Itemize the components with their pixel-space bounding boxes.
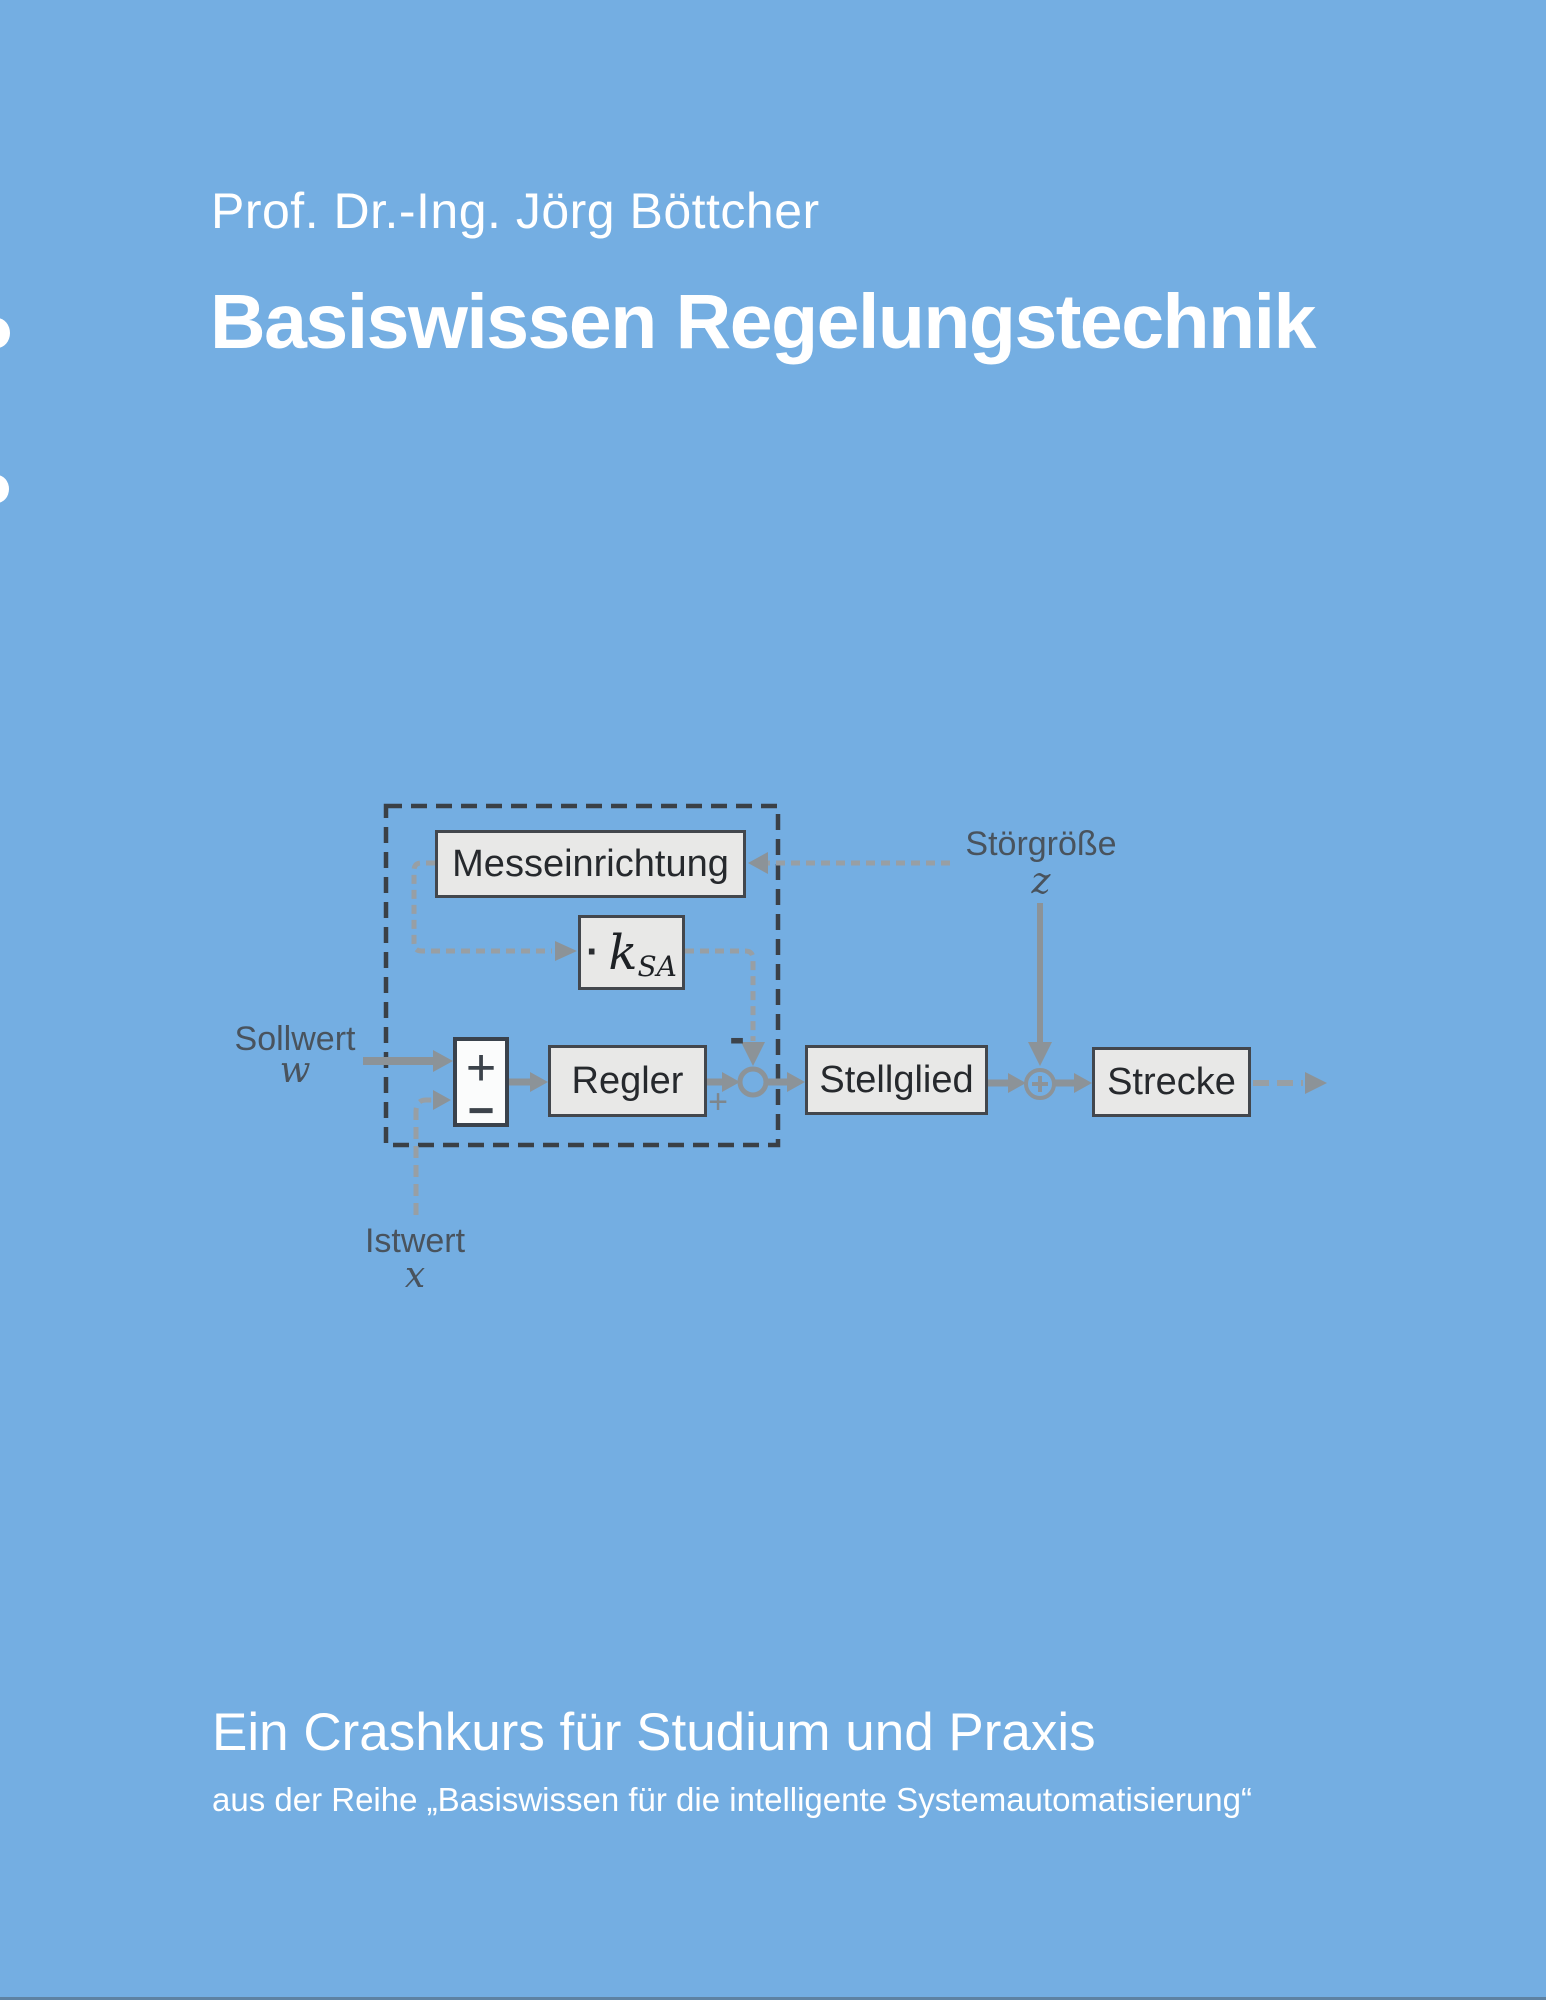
stoergroesse-arrowhead xyxy=(1028,1042,1052,1066)
ksa-subscript: SA xyxy=(637,950,677,983)
istwert-arrowhead xyxy=(433,1090,451,1110)
block-regler: Regler xyxy=(548,1045,707,1117)
sum-to-strecke-arrowhead xyxy=(1074,1073,1092,1093)
left-edge-glyph-bottom xyxy=(0,475,9,503)
block-stellglied: Stellglied xyxy=(805,1045,988,1115)
istwert-label: Istwert xyxy=(364,1222,466,1260)
left-edge-glyph-top xyxy=(0,318,10,348)
block-ksa: · k SA xyxy=(578,915,685,990)
regler-to-junction-arrowhead xyxy=(722,1072,740,1092)
output-arrowhead xyxy=(1305,1072,1327,1094)
stoergroesse-label: Störgröße xyxy=(965,825,1117,863)
comparator-to-regler-arrowhead xyxy=(530,1072,548,1092)
series-note: aus der Reihe „Basiswissen für die intel… xyxy=(212,1781,1252,1818)
sollwert-arrowhead xyxy=(433,1050,453,1072)
junction-to-stellglied-arrowhead xyxy=(787,1072,805,1092)
istwert-dashed-line xyxy=(413,1097,433,1215)
junction-plus-label: + xyxy=(708,1083,728,1121)
ksa-to-junction-arrowhead xyxy=(741,1042,765,1066)
istwert-symbol: x xyxy=(404,1255,426,1296)
ksa-to-junction-dashed-line xyxy=(685,948,756,1041)
book-title: Basiswissen Regelungstechnik xyxy=(210,279,1316,365)
ksa-multiplication-dot: · xyxy=(586,930,600,974)
book-subtitle: Ein Crashkurs für Studium und Praxis xyxy=(212,1703,1096,1762)
comparator-plus-sign: + xyxy=(465,1039,497,1097)
comparator-minus-sign: − xyxy=(467,1084,495,1136)
sollwert-label: Sollwert xyxy=(234,1020,356,1058)
block-strecke: Strecke xyxy=(1092,1047,1251,1117)
messeinrichtung-to-ksa-dashed-line xyxy=(411,860,552,954)
messeinrichtung-to-ksa-arrowhead xyxy=(555,941,577,961)
dashed-boundary xyxy=(383,803,781,1148)
bottom-edge-line xyxy=(0,1997,1546,2000)
block-messeinrichtung: Messeinrichtung xyxy=(435,830,746,898)
sollwert-symbol: w xyxy=(279,1050,311,1091)
ksa-symbol: k xyxy=(608,924,638,981)
measurement-input-arrowhead xyxy=(748,852,768,874)
author-name: Prof. Dr.-Ing. Jörg Böttcher xyxy=(211,183,820,239)
junction-minus-label: - xyxy=(729,1011,745,1063)
stoergroesse-symbol: z xyxy=(1031,861,1051,902)
stellglied-to-sum-arrowhead xyxy=(1008,1073,1026,1093)
block-comparator: + − xyxy=(453,1037,509,1133)
summing-junction-circle-icon xyxy=(737,1066,769,1098)
